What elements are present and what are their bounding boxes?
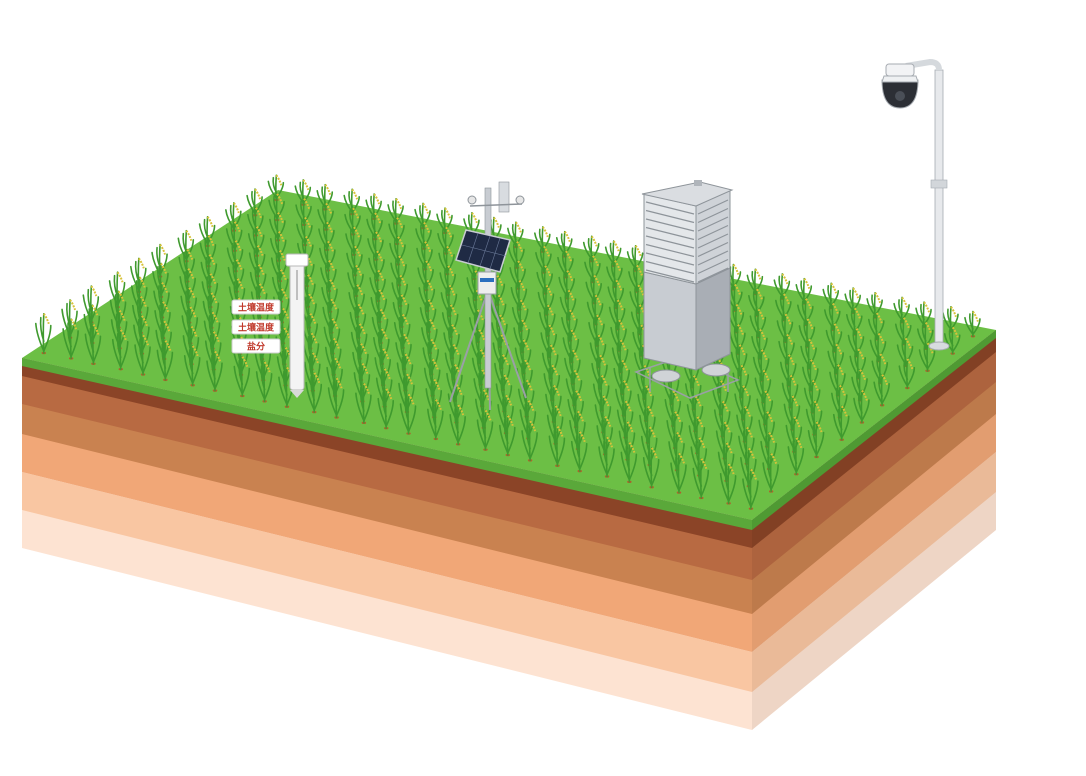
rice-plant — [134, 334, 151, 376]
probe-tag-label: 盐分 — [247, 341, 265, 353]
rice-plant — [807, 421, 825, 459]
rice-plant — [476, 409, 494, 451]
rice-plant — [393, 313, 411, 350]
probe-tag-label: 土壤温度 — [238, 302, 275, 314]
rice-plant — [570, 431, 588, 473]
probe-tag-2: 土壤温度 — [231, 319, 281, 335]
rice-plant — [896, 337, 914, 368]
louvered-cabinet — [634, 180, 740, 399]
rice-plant — [853, 389, 870, 424]
rice-plant — [943, 326, 961, 355]
rice-plant — [440, 284, 458, 318]
rice-plant — [391, 274, 408, 308]
grass-front-edge — [22, 358, 752, 530]
rice-plant — [305, 372, 323, 414]
rice-plant — [918, 342, 936, 372]
soil-right-shade — [752, 330, 996, 730]
rice-plant — [942, 306, 959, 333]
solar-panel-icon — [455, 229, 511, 273]
rice-plant — [108, 271, 126, 309]
rice-plant — [873, 373, 890, 407]
dome-camera-icon — [881, 63, 919, 109]
probe-tag-3: 盐分 — [231, 338, 281, 354]
rice-plant — [62, 318, 79, 360]
rice-plant — [822, 282, 840, 310]
rice-plant — [712, 379, 729, 416]
rice-plant — [642, 447, 660, 489]
rice-plant — [377, 388, 395, 430]
rice-plant — [620, 441, 638, 484]
rice-plant — [271, 268, 289, 303]
rice-plant — [787, 437, 805, 476]
rice-plant — [419, 299, 437, 334]
rice-plant — [427, 398, 444, 441]
rice-plant — [355, 382, 372, 425]
rice-plant — [449, 404, 466, 446]
rice-plant — [742, 468, 759, 510]
probe-tag-label: 土壤温度 — [238, 322, 275, 334]
cctv-camera-pole — [881, 58, 950, 351]
rice-plant — [255, 361, 273, 403]
rice-plant — [692, 457, 710, 500]
rice-plant — [111, 329, 129, 371]
rice-plant — [871, 353, 889, 385]
louvers — [645, 199, 729, 283]
rice-plant — [800, 338, 817, 370]
rice-plant — [616, 400, 634, 439]
rice-plant — [156, 339, 174, 382]
rice-plant — [521, 420, 538, 462]
rice-plant — [82, 285, 100, 324]
rice-plant — [437, 226, 454, 255]
rice-plant — [84, 323, 102, 365]
rice-plant — [183, 345, 201, 387]
rice-plant — [233, 355, 251, 398]
rice-plant — [199, 234, 217, 268]
rice-plant — [604, 240, 622, 267]
grass-surface — [22, 190, 996, 520]
rice-plant — [598, 436, 615, 478]
rice-plant — [762, 452, 779, 493]
rice-plant — [248, 244, 266, 278]
rice-plant — [964, 310, 981, 338]
rice-plant — [713, 400, 731, 438]
rice-plant — [206, 350, 223, 392]
weather-station — [449, 181, 527, 411]
rice-plant — [582, 235, 600, 263]
rice-plant — [34, 312, 52, 355]
probe-tag-1: 土壤温度 — [231, 299, 281, 315]
rice-plant — [832, 405, 850, 441]
rice-plant — [719, 463, 737, 505]
soil-block — [22, 330, 996, 730]
rice-plant — [399, 393, 417, 435]
rice-plant — [898, 358, 916, 390]
grass-right-edge — [752, 330, 996, 530]
rice-plant — [327, 377, 345, 419]
rice-plant — [670, 452, 687, 494]
rice-plant — [498, 414, 516, 457]
rice-plant — [548, 425, 566, 467]
rice-plant — [154, 300, 171, 340]
soil-sensor-probe: 土壤温度 土壤温度 盐分 — [231, 253, 309, 398]
